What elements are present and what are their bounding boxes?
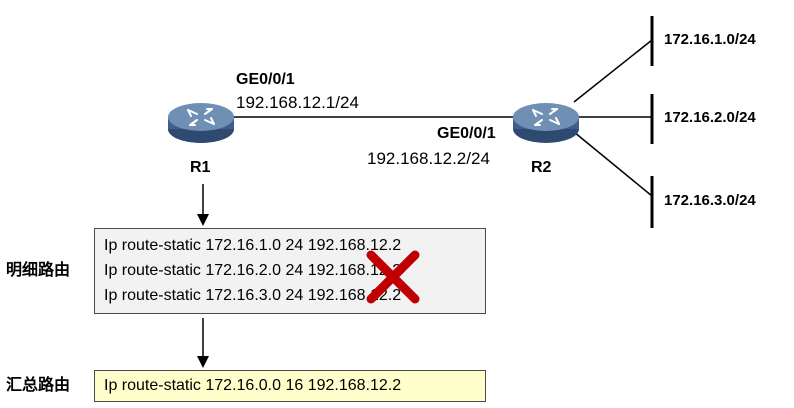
red-cross-icon [366, 250, 420, 304]
detail-routes-label: 明细路由 [6, 262, 71, 279]
network-label-1: 172.16.1.0/24 [664, 31, 756, 48]
r2-interface-label: GE0/0/1 [437, 125, 496, 142]
summary-route-box: Ip route-static 172.16.0.0 16 192.168.12… [94, 370, 486, 402]
summary-route: Ip route-static 172.16.0.0 16 192.168.12… [104, 377, 402, 394]
detail-route-1: Ip route-static 172.16.1.0 24 192.168.12… [104, 237, 402, 254]
r2-router-icon [513, 103, 579, 143]
r2-net1-link [573, 39, 653, 103]
r2-name: R2 [531, 159, 552, 176]
detail-routes-box: Ip route-static 172.16.1.0 24 192.168.12… [94, 228, 486, 314]
r2-ip-label: 192.168.12.2/24 [367, 149, 490, 168]
network-label-2: 172.16.2.0/24 [664, 109, 756, 126]
detail-route-3: Ip route-static 172.16.3.0 24 192.168.12… [104, 287, 402, 304]
r1-name: R1 [190, 159, 211, 176]
r1-interface-label: GE0/0/1 [236, 71, 295, 88]
summary-route-label: 汇总路由 [6, 377, 71, 394]
detail-route-2: Ip route-static 172.16.2.0 24 192.168.12… [104, 262, 402, 279]
r2-net3-link [573, 131, 653, 197]
r1-ip-label: 192.168.12.1/24 [236, 93, 359, 112]
network-label-3: 172.16.3.0/24 [664, 192, 756, 209]
r1-router-icon [168, 103, 234, 143]
